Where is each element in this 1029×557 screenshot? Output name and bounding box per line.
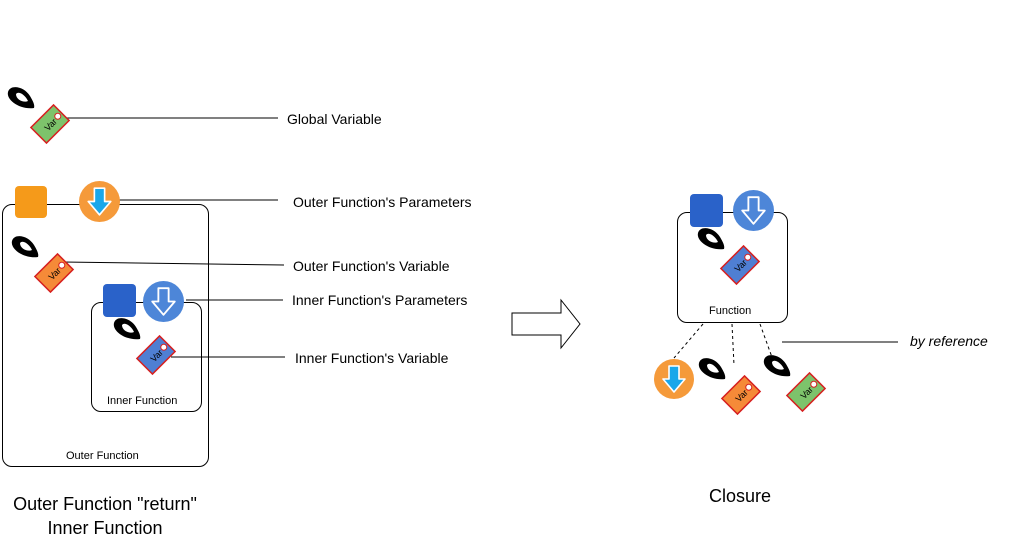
caption-closure: Closure [708, 486, 772, 506]
outer-param-arrow-icon [79, 181, 120, 222]
inner-param-square [103, 284, 136, 317]
closure-function-box [677, 212, 788, 323]
closure-param-arrow-icon [733, 190, 774, 231]
global-variable-tag-icon: Var [7, 87, 71, 145]
label-by-reference: by reference [910, 333, 988, 349]
outer-function-label: Outer Function [66, 450, 139, 462]
closure-ref-global-variable-tag-icon: Var [763, 355, 827, 413]
closure-ref-param-arrow-icon [654, 359, 694, 399]
label-global-variable: Global Variable [287, 111, 382, 127]
label-outer-params: Outer Function's Parameters [293, 194, 472, 210]
inner-variable-tag-icon: Var [113, 318, 177, 376]
caption-left-line2: Inner Function [47, 518, 163, 538]
transfer-arrow [511, 298, 581, 350]
dashed-ref-global-var [759, 323, 774, 361]
label-inner-params: Inner Function's Parameters [292, 292, 468, 308]
inner-param-arrow-icon [143, 281, 184, 322]
outer-variable-tag-icon: Var [11, 236, 75, 294]
caption-left: Outer Function "return" Inner Function [0, 492, 210, 540]
label-outer-variable: Outer Function's Variable [293, 258, 450, 274]
closure-ref-outer-variable-tag-icon: Var [698, 358, 762, 416]
dashed-ref-outer-var [731, 323, 735, 366]
dashed-ref-param [673, 323, 704, 359]
closure-function-label: Function [709, 305, 752, 317]
outer-param-square [15, 186, 47, 218]
caption-left-line1: Outer Function "return" [13, 494, 197, 514]
closure-param-square [690, 194, 723, 227]
leader-outer-variable [62, 261, 285, 266]
label-inner-variable: Inner Function's Variable [295, 350, 449, 366]
inner-function-label: Inner Function [107, 395, 178, 407]
closure-inner-variable-tag-icon: Var [697, 228, 761, 286]
